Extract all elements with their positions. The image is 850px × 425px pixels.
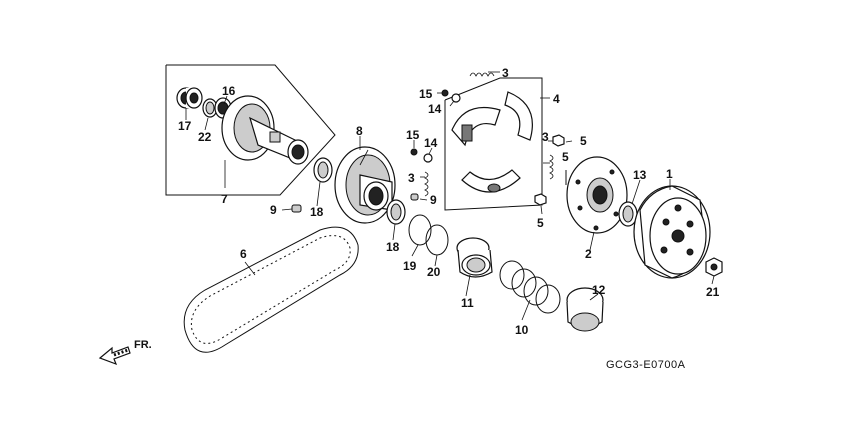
callout-5-bottom: 5 [537,216,544,230]
clutch-outer [633,185,711,279]
spring-seat-collar [456,237,493,278]
clutch-nut [705,257,723,277]
callout-6: 6 [240,247,247,261]
clutch-shoe-left [451,106,501,147]
callout-9-right: 9 [430,193,437,207]
callout-3-mid: 3 [408,171,415,185]
callout-19: 19 [403,259,417,273]
o-ring-20 [425,224,449,256]
callout-15-top: 15 [419,87,433,101]
callout-17: 17 [178,119,192,133]
callout-10: 10 [515,323,529,337]
callout-1: 1 [666,167,673,181]
callout-18-lower: 18 [386,240,400,254]
guide-pin-left [291,204,302,213]
driven-face [221,95,309,165]
drive-plate [566,156,628,234]
callout-16: 16 [222,84,236,98]
callout-4: 4 [553,92,560,106]
clutch-spring-mid [424,171,429,197]
nut-5-top [552,134,565,147]
callout-18-upper: 18 [310,205,324,219]
callout-labels: 16 17 22 7 8 18 9 18 19 20 11 10 12 21 1… [178,66,720,337]
callout-14-mid: 14 [424,136,438,150]
callout-3-right: 3 [542,130,549,144]
clutch-shoe-right [504,91,533,141]
clip-15-mid [410,148,418,156]
needle-bearing [176,87,203,109]
nut-5-bottom [534,193,547,206]
clutch-spring-top [469,72,495,77]
callout-3-top: 3 [502,66,509,80]
drive-belt [183,226,359,353]
diagram-code: GCG3-E0700A [606,359,686,371]
movable-driven-face [334,146,396,224]
guide-pin-right [410,193,419,201]
collar-seal-lower [386,199,406,225]
callout-5-mid: 5 [562,150,569,164]
clutch-shoe-bottom [461,169,521,193]
o-ring-19 [408,214,432,246]
callout-11: 11 [461,296,474,310]
callout-20: 20 [427,265,441,279]
washer-14-top [451,93,461,103]
front-direction-arrow: FR. [98,339,152,366]
collar-seal-upper [313,157,333,183]
leader-lines [185,71,715,321]
clutch-spring-right [549,154,554,180]
clutch-outer-seal [618,201,638,227]
driven-face-assembly [165,64,336,196]
callout-7: 7 [221,192,228,206]
washer-14-mid [423,153,433,163]
callout-5-top: 5 [580,134,587,148]
callout-14-top: 14 [428,102,442,116]
callout-22: 22 [198,130,212,144]
callout-13: 13 [633,168,647,182]
direction-label: FR. [134,339,152,351]
callout-8: 8 [356,124,363,138]
callout-21: 21 [706,285,720,299]
callout-15-mid: 15 [406,128,420,142]
callout-12: 12 [592,283,606,297]
oil-seal [202,98,218,118]
callout-2: 2 [585,247,592,261]
clip-15-top [441,89,449,97]
driven-spring [499,260,561,314]
callout-9-left: 9 [270,203,277,217]
clutch-shoe-assembly [410,72,554,211]
seal-collar [566,287,604,332]
